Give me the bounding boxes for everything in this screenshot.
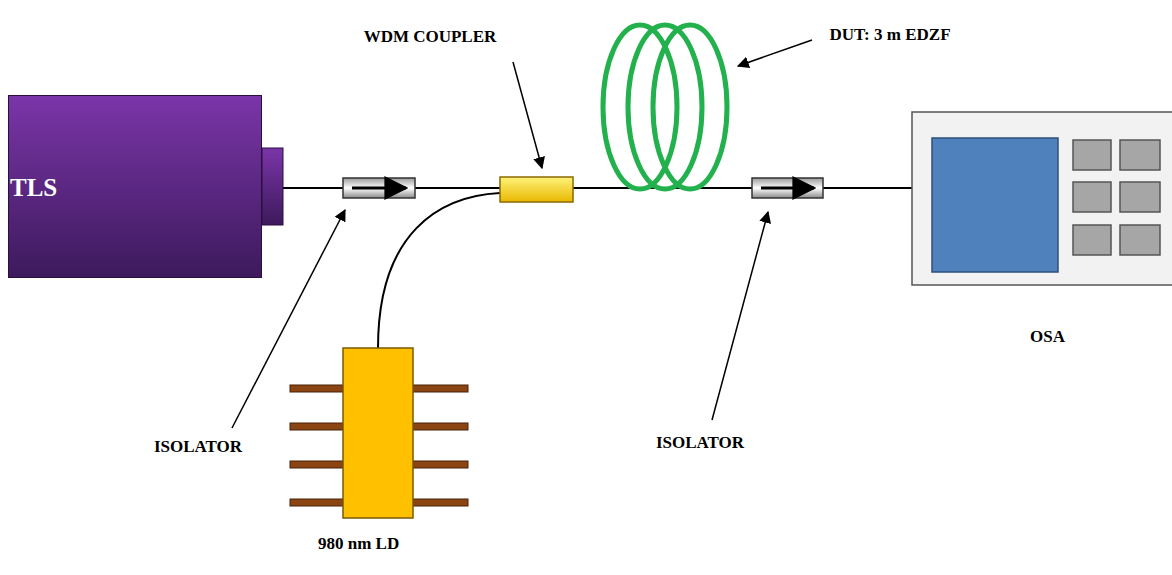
- component-label: DUT: 3 m EDZF: [829, 25, 950, 45]
- device-caption: OSA: [1030, 327, 1065, 347]
- laser-diode-body: [343, 348, 413, 518]
- device-caption: 980 nm LD: [318, 534, 399, 554]
- laser-diode: 980 nm LD: [343, 348, 413, 518]
- component-label: WDM COUPLER: [364, 27, 497, 47]
- wdm-coupler-symbol: [500, 177, 573, 202]
- leader-lines: [232, 40, 812, 428]
- tls-port: [262, 148, 283, 225]
- osa-box: OSA: [912, 112, 1172, 285]
- osa-instrument: [912, 112, 1172, 285]
- pump-fiber: [378, 193, 500, 348]
- component-label: ISOLATOR: [656, 433, 744, 453]
- device-label: TLS: [10, 174, 57, 202]
- isolator-symbol: [752, 178, 823, 198]
- isolator-symbol: [343, 178, 415, 198]
- fiber-coil: [603, 25, 727, 189]
- component-label: ISOLATOR: [154, 437, 242, 457]
- tls-source-box: TLS: [8, 95, 262, 278]
